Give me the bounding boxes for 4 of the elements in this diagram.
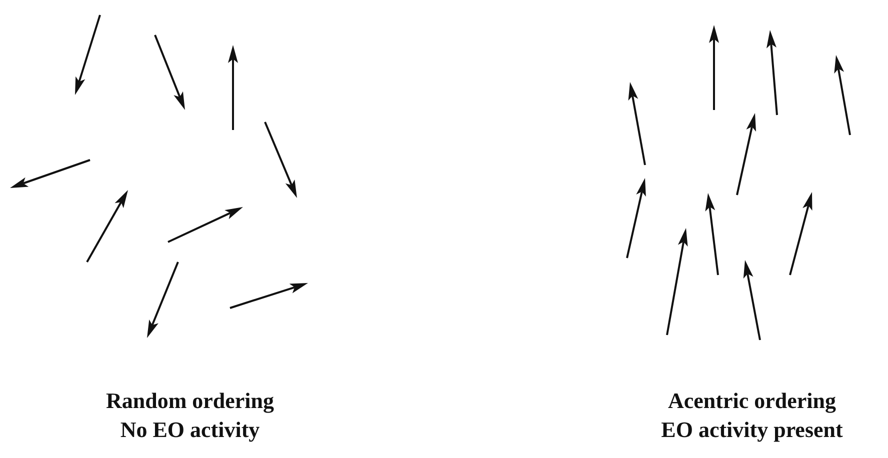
caption-text: No EO activity <box>120 417 260 443</box>
caption-text: EO activity present <box>661 417 843 443</box>
caption-text: Acentric ordering <box>668 388 836 414</box>
caption-text: Random ordering <box>106 388 274 414</box>
